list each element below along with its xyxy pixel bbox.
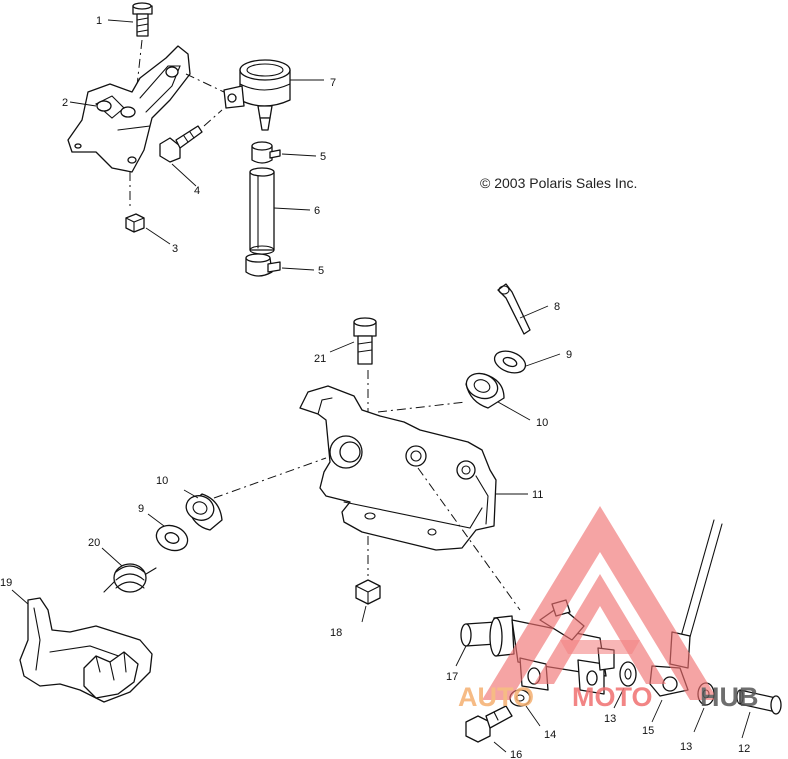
part-14-washer xyxy=(509,689,531,707)
callout-13b: 13 xyxy=(680,741,692,753)
part-21-bolt xyxy=(353,317,377,365)
watermark-triangle-icon xyxy=(482,506,718,700)
callout-14: 14 xyxy=(544,729,556,741)
part-5-clamp-lower xyxy=(245,253,281,277)
callout-10b: 10 xyxy=(156,475,168,487)
part-11-main-bracket xyxy=(299,385,497,551)
callout-5a: 5 xyxy=(320,151,326,163)
callout-11: 11 xyxy=(532,489,543,501)
watermark-text-moto: MOTO xyxy=(572,682,653,712)
part-3-nut xyxy=(125,213,145,233)
part-19-pedal xyxy=(19,597,153,703)
part-20-spring xyxy=(103,563,157,593)
callout-19: 19 xyxy=(0,577,12,589)
part-12-pin xyxy=(736,689,782,715)
callout-9b: 9 xyxy=(138,503,144,515)
callout-1: 1 xyxy=(96,15,102,27)
callout-2: 2 xyxy=(62,97,68,109)
part-13-washer-center xyxy=(619,661,637,687)
part-6-hose xyxy=(249,167,275,255)
callout-8: 8 xyxy=(554,301,560,313)
callout-6: 6 xyxy=(314,205,320,217)
callout-13a: 13 xyxy=(604,713,616,725)
copyright-text: © 2003 Polaris Sales Inc. xyxy=(480,175,637,191)
callout-18: 18 xyxy=(330,627,342,639)
callout-9a: 9 xyxy=(566,349,572,361)
watermark-logo: AUTO MOTO HUB xyxy=(458,506,759,712)
part-16-bolt xyxy=(465,705,513,743)
part-10-bushing-left xyxy=(185,493,223,531)
watermark-text-auto: AUTO xyxy=(458,682,534,712)
callout-3: 3 xyxy=(172,243,178,255)
part-8-cotter-pin xyxy=(497,283,531,335)
callout-16: 16 xyxy=(510,749,522,759)
callout-7: 7 xyxy=(330,77,336,89)
part-1-bolt xyxy=(132,2,153,37)
callout-5b: 5 xyxy=(318,265,324,277)
callout-15: 15 xyxy=(642,725,654,737)
callout-4: 4 xyxy=(194,185,200,197)
callout-10a: 10 xyxy=(536,417,548,429)
part-5-clamp-upper xyxy=(251,141,281,164)
part-7-reservoir xyxy=(223,59,291,131)
callout-21: 21 xyxy=(314,353,326,365)
callout-17: 17 xyxy=(446,671,458,683)
callout-20: 20 xyxy=(88,537,100,549)
part-9-washer-left xyxy=(155,524,189,552)
part-10-bushing-upper xyxy=(465,372,505,409)
callout-12: 12 xyxy=(738,743,750,755)
watermark-text-hub: HUB xyxy=(700,682,759,712)
part-2-bracket xyxy=(67,45,191,173)
part-4-bolt xyxy=(159,125,203,163)
part-9-washer-upper xyxy=(493,350,527,374)
part-18-nut xyxy=(355,579,381,605)
